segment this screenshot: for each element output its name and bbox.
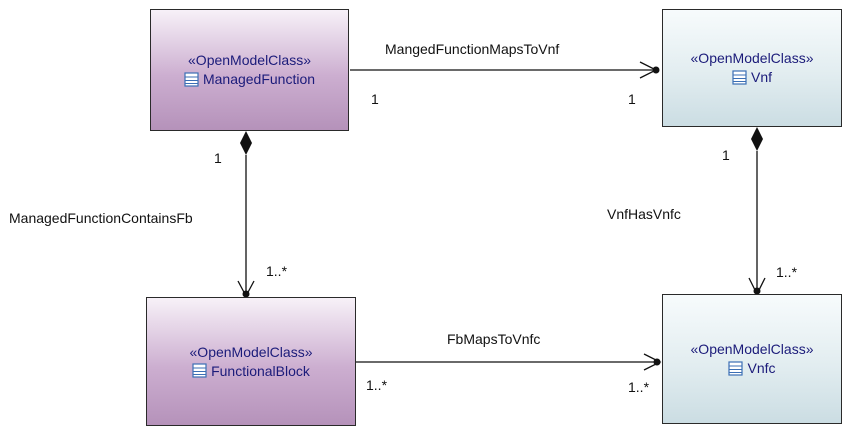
end-dot-icon	[652, 66, 660, 74]
multiplicity-label: 1..*	[776, 264, 798, 280]
composition-diamond-icon	[240, 131, 252, 155]
multiplicity-label: 1..*	[628, 379, 650, 395]
association-contains-fb[interactable]	[237, 131, 255, 298]
class-vnf[interactable]: «OpenModelClass» Vnf	[662, 9, 842, 127]
multiplicity-label: 1	[722, 147, 730, 163]
multiplicity-label: 1..*	[366, 377, 388, 393]
multiplicity-label: 1	[628, 91, 636, 107]
association-vnf-has-vnfc[interactable]	[748, 127, 766, 296]
class-managed-function[interactable]: «OpenModelClass» ManagedFunction	[150, 9, 349, 131]
end-dot-icon	[242, 290, 250, 298]
class-name: Vnf	[750, 69, 772, 85]
association-name-vnf-has-vnfc: VnfHasVnfc	[607, 206, 681, 222]
multiplicity-label: 1	[214, 150, 222, 166]
class-vnfc[interactable]: «OpenModelClass» Vnfc	[662, 294, 842, 424]
class-name: FunctionalBlock	[211, 362, 310, 379]
stereotype-label: «OpenModelClass»	[690, 50, 814, 66]
end-dot-icon	[753, 287, 761, 295]
class-icon	[728, 360, 744, 376]
association-name-maps-to-vnf: MangedFunctionMapsToVnf	[385, 41, 560, 57]
class-name: ManagedFunction	[202, 71, 316, 87]
class-icon	[732, 69, 747, 85]
class-icon	[192, 363, 207, 378]
association-fb-maps-to-vnfc[interactable]	[356, 353, 662, 371]
association-maps-to-vnf[interactable]	[350, 61, 660, 79]
stereotype-label: «OpenModelClass»	[189, 343, 313, 360]
multiplicity-label: 1..*	[266, 263, 288, 279]
end-dot-icon	[653, 358, 661, 366]
composition-diamond-icon	[751, 127, 763, 151]
stereotype-label: «OpenModelClass»	[188, 52, 311, 68]
association-name-fb-maps-to-vnfc: FbMapsToVnfc	[447, 331, 541, 347]
multiplicity-label: 1	[371, 91, 379, 107]
association-name-contains-fb: ManagedFunctionContainsFb	[9, 210, 193, 226]
class-name: Vnfc	[747, 360, 776, 376]
stereotype-label: «OpenModelClass»	[690, 341, 814, 357]
class-functional-block[interactable]: «OpenModelClass» FunctionalBlock	[146, 297, 356, 426]
class-icon	[184, 71, 199, 87]
